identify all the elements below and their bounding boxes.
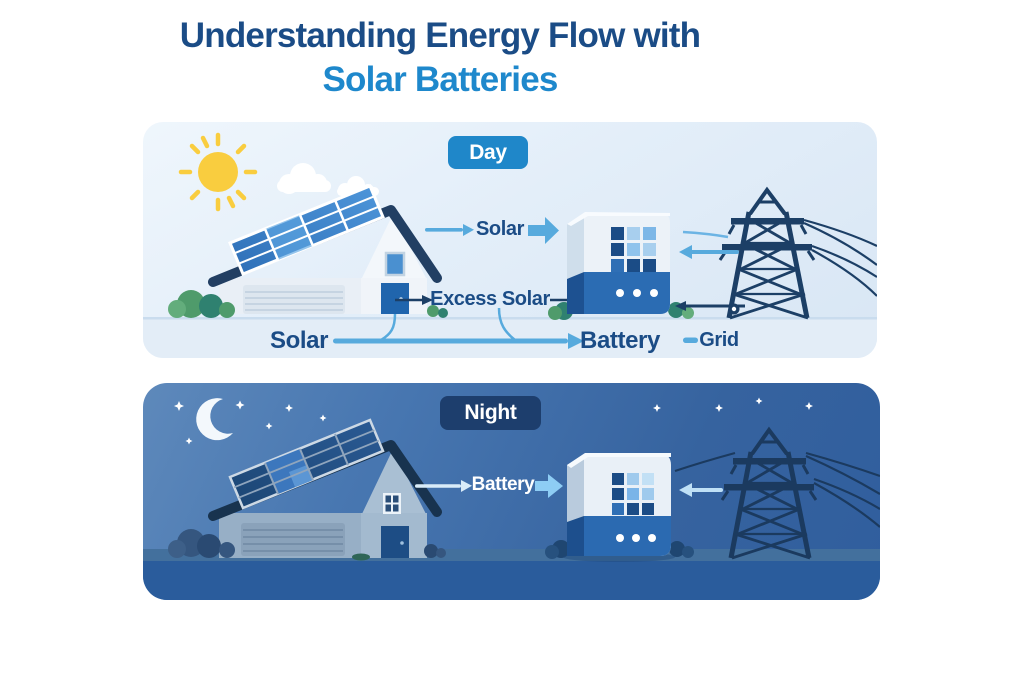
legend-long-arrow [333,333,698,349]
solar-house-night-icon [208,418,442,558]
door [381,283,409,314]
night-badge: Night [440,396,541,430]
flow-arrow-grid-to-battery-night [679,483,723,497]
battery-to-grid-cable [675,301,745,315]
power-lines-night [674,451,880,528]
flow-arrow-house-to-battery [425,217,559,244]
battery-unit-night-icon [563,453,675,562]
legend-flow-curves [380,307,516,342]
flow-arrow-into-battery-night [535,474,563,498]
solar-panel-array-night [228,418,385,510]
power-lines [803,218,877,297]
garage-door-night [241,523,345,556]
day-badge: Day [448,136,528,169]
sun-icon [178,132,258,212]
legend-solar: Solar [269,327,329,354]
excess-solar-arrows [395,295,567,305]
day-illustration [143,132,877,358]
day-panel: Day Solar Excess Solar Solar Battery Gri… [143,122,877,358]
star-icon [174,397,813,445]
title-line-2: Solar Batteries [322,60,558,99]
flow-arrow-house-to-battery-night [415,480,472,492]
label-solar-flow: Solar [475,218,525,240]
label-battery-flow: Battery [471,474,535,495]
door-handle-night [400,541,404,545]
window-night [383,493,401,514]
battery-unit-icon [567,212,670,314]
night-illustration [143,397,880,600]
moon-icon [196,398,233,441]
battery-status-dots-night [616,534,656,542]
legend-dash [683,337,698,343]
transmission-tower-icon [718,186,816,320]
legend-battery: Battery [580,327,660,354]
page-title: Understanding Energy Flow with Solar Bat… [90,14,790,102]
battery-cell-grid [611,227,656,272]
door-night [381,526,409,558]
solar-panel-array [228,184,385,276]
title-line-1: Understanding Energy Flow with [179,16,701,55]
transmission-tower-night-icon [720,426,818,560]
bush-night-icon [168,529,694,561]
day-ground [143,317,877,358]
battery-cell-grid-night [612,473,654,515]
window [384,251,406,277]
garage-door-lines [245,291,343,311]
power-line-blue [682,230,729,239]
solar-house-icon [208,184,442,314]
night-panel: Night Battery [143,383,880,600]
battery-status-dots [616,289,658,297]
gable [361,214,427,280]
garage-door-lines-night [243,529,343,552]
label-excess-solar: Excess Solar [430,288,550,310]
flow-arrow-grid-to-battery [679,245,739,259]
gable-night [361,449,427,516]
legend-grid: Grid [699,329,739,351]
